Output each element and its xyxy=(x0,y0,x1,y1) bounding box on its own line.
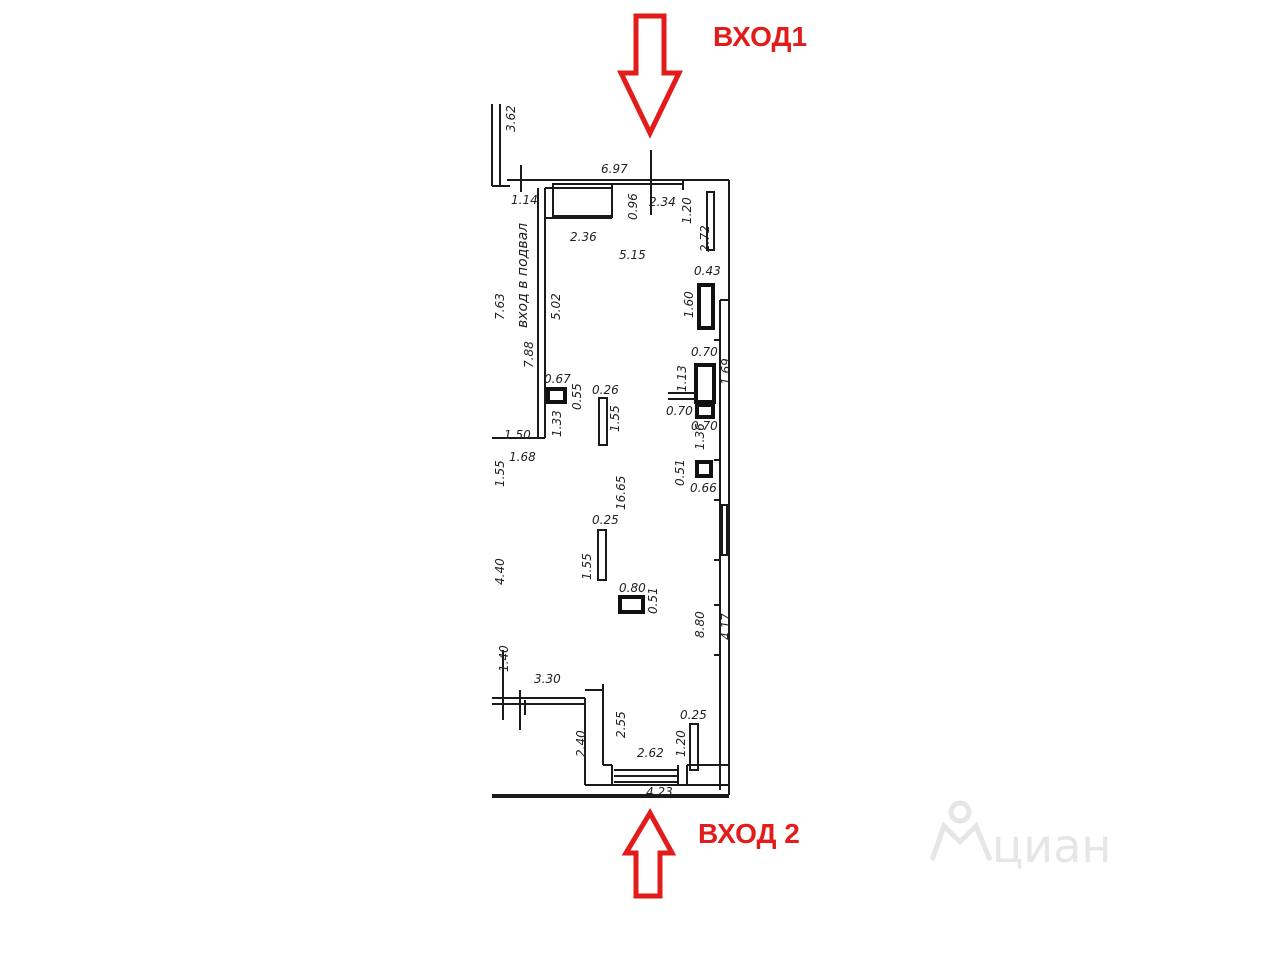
dim-label: 3.62 xyxy=(504,105,518,132)
dim-label: 1.33 xyxy=(550,410,564,437)
cian-logo-icon xyxy=(929,800,993,861)
dim-label: 1.14 xyxy=(511,193,538,207)
dim-label: 4.40 xyxy=(493,558,507,585)
dim-label: 1.68 xyxy=(509,450,536,464)
dim-label: 1.20 xyxy=(680,197,694,224)
dim-label: 7.63 xyxy=(493,293,507,320)
arrow-up-icon xyxy=(621,807,677,899)
entrance-2-label: ВХОД 2 xyxy=(698,818,800,849)
dim-label: 1.55 xyxy=(493,460,507,487)
dim-label: 1.40 xyxy=(497,645,511,672)
dim-label: 0.51 xyxy=(646,587,660,614)
dim-label: 1.60 xyxy=(682,291,696,318)
dim-label: 1.20 xyxy=(674,730,688,757)
ground-line xyxy=(492,794,729,798)
thin-partitions xyxy=(597,392,696,581)
dim-label: 0.70 xyxy=(691,419,718,433)
dim-label: 5.15 xyxy=(619,248,646,262)
dim-label: 0.51 xyxy=(673,459,687,486)
dim-label: 7.88 xyxy=(522,341,536,368)
dim-label: 3.30 xyxy=(534,672,561,686)
dim-label: 1.55 xyxy=(608,405,622,432)
dim-label: 8.80 xyxy=(693,611,707,638)
columns xyxy=(546,283,716,614)
dim-label: 5.02 xyxy=(549,293,563,320)
entrance-1-label: ВХОД1 xyxy=(713,21,807,52)
basement-entrance-label: вход в подвал xyxy=(515,223,531,328)
dim-label: 4.17 xyxy=(719,613,733,640)
dim-label: 0.43 xyxy=(694,264,721,278)
dim-label: 1.36 xyxy=(693,423,707,450)
walls xyxy=(491,104,730,795)
watermark-text: циан xyxy=(992,819,1111,873)
dim-label: 6.97 xyxy=(601,162,628,176)
dimension-labels: 3.62 6.97 1.14 0.96 2.34 1.20 2.72 2.36 … xyxy=(493,105,733,799)
dim-label: 16.65 xyxy=(614,476,628,510)
dim-label: 1.55 xyxy=(580,553,594,580)
dim-label: 0.25 xyxy=(592,513,619,527)
dim-label: 4.23 xyxy=(646,785,673,799)
dim-label: 2.62 xyxy=(637,746,664,760)
dim-label: 2.34 xyxy=(649,195,676,209)
dim-label: 0.26 xyxy=(592,383,619,397)
dim-label: 0.55 xyxy=(570,383,584,410)
dim-label: 2.72 xyxy=(698,225,712,252)
dim-label: 2.36 xyxy=(570,230,597,244)
dim-label: 1.50 xyxy=(504,428,531,442)
dim-label: 0.67 xyxy=(544,372,571,386)
dim-label: 0.25 xyxy=(680,708,707,722)
dim-label: 0.96 xyxy=(626,193,640,220)
dim-label: 2.40 xyxy=(574,730,588,757)
dim-label: 0.70 xyxy=(691,345,718,359)
dim-label: 1.13 xyxy=(675,365,689,392)
arrow-down-icon xyxy=(617,13,683,139)
dim-label: 2.55 xyxy=(614,711,628,738)
dim-label: 0.66 xyxy=(690,481,717,495)
dim-label: 1.69 xyxy=(719,358,733,385)
dim-label: 0.70 xyxy=(666,404,693,418)
dim-label: 0.80 xyxy=(619,581,646,595)
